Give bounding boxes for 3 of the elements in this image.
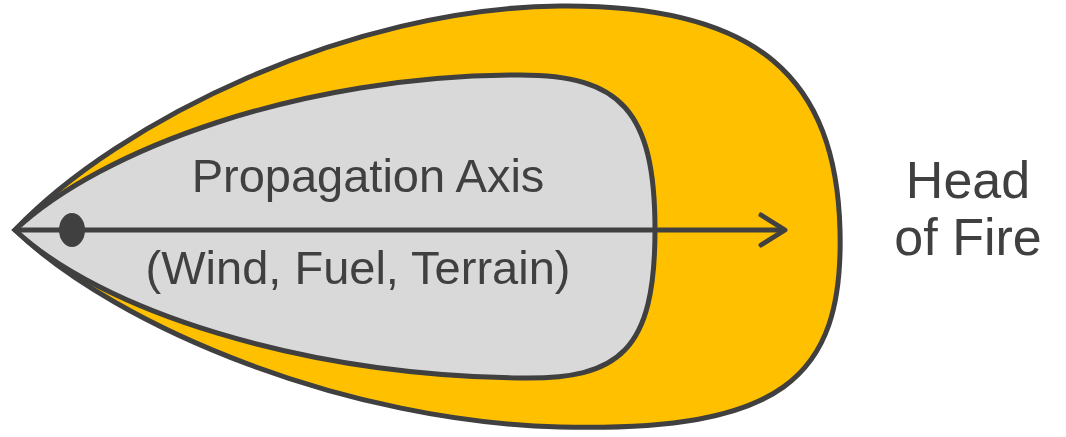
- head-of-fire-label: Head of Fire: [893, 152, 1043, 267]
- zone-title: Propagation Axis: [191, 150, 545, 202]
- zone-subtitle: (Wind, Fuel, Terrain): [145, 242, 571, 294]
